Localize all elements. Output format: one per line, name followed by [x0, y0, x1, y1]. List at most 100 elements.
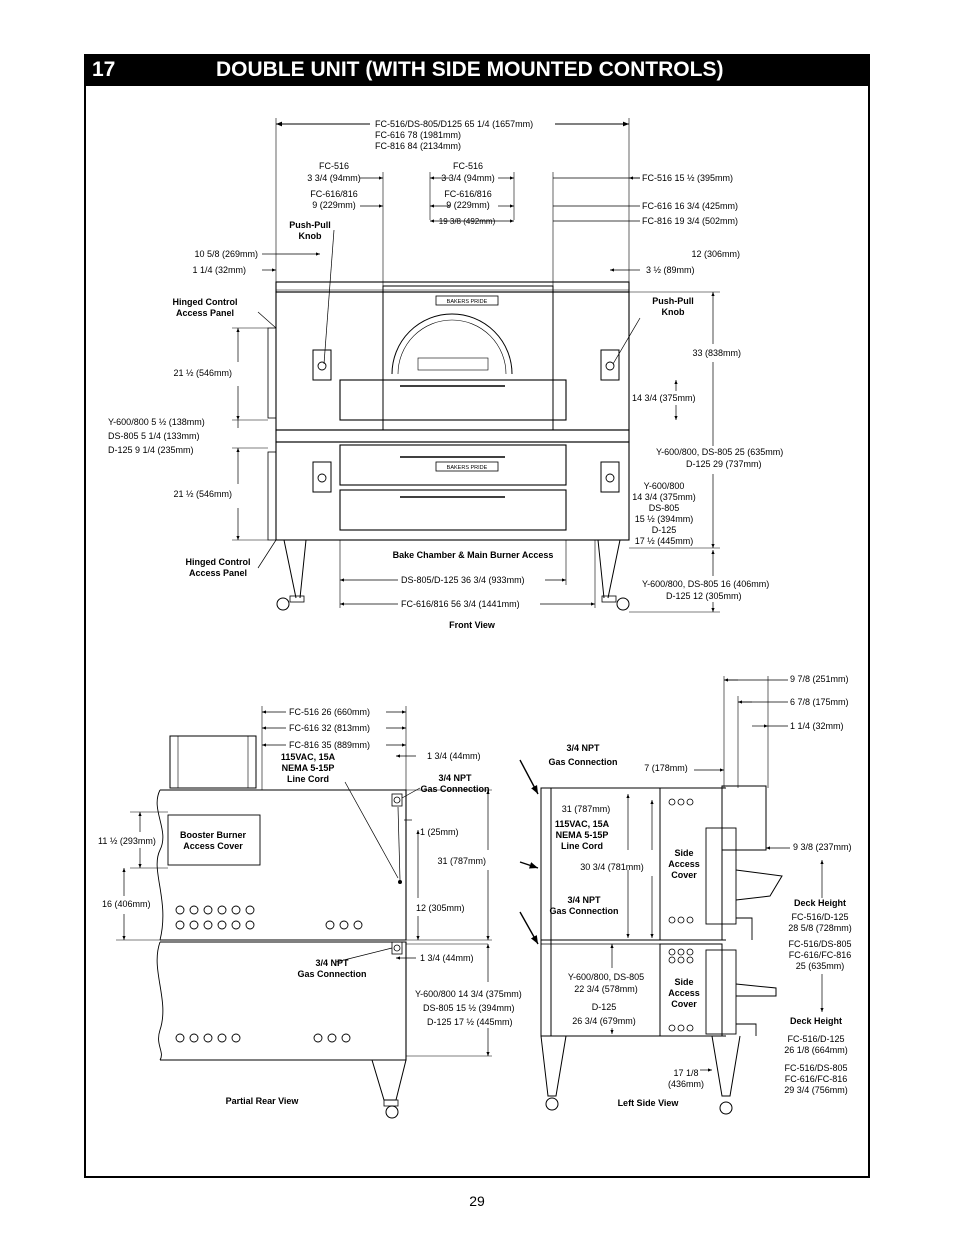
sv-deck-lower-3: 26 1/8 (664mm) — [784, 1045, 848, 1055]
fv-door-width-2: FC-616/816 56 3/4 (1441mm) — [401, 599, 520, 609]
fv-left-leg-3: FC-616/816 — [310, 189, 358, 199]
fv-hinged-bottom-1: Hinged Control — [186, 557, 251, 567]
sv-deck-lower-1: Deck Height — [790, 1016, 842, 1026]
fv-hinged-top-1: Hinged Control — [173, 297, 238, 307]
fv-push-pull-left-1: Push-Pull — [289, 220, 331, 230]
fv-right-offset-2: FC-616 16 3/4 (425mm) — [642, 201, 738, 211]
fv-lower-door-4: 15 ½ (394mm) — [635, 514, 694, 524]
sv-dim-31: 31 (787mm) — [562, 804, 611, 814]
side-view: 3/4 NPT Gas Connection 31 (787mm) 115VAC… — [519, 674, 852, 1115]
fv-left-dim-1: 10 5/8 (269mm) — [194, 249, 258, 259]
rv-gas-bottom-2: Gas Connection — [297, 969, 366, 979]
fv-center-span: 19 3/8 (492mm) — [439, 217, 496, 226]
fv-left-leg-2: 3 3/4 (94mm) — [307, 173, 361, 183]
rv-width-2: FC-616 32 (813mm) — [289, 723, 370, 733]
fv-lower-door-6: 17 ½ (445mm) — [635, 536, 694, 546]
sv-side-lower-1: Side — [674, 977, 693, 987]
sv-lower-body-1: Y-600/800, DS-805 — [568, 972, 644, 982]
sv-top-dim-1: 9 7/8 (251mm) — [790, 674, 849, 684]
sv-side-upper-3: Cover — [671, 870, 697, 880]
fv-shelf-gap-3: D-125 9 1/4 (235mm) — [108, 445, 194, 455]
sv-deck-lower-6: 29 3/4 (756mm) — [784, 1085, 848, 1095]
sv-side-upper-1: Side — [674, 848, 693, 858]
rv-dim-b: 1 (25mm) — [420, 827, 459, 837]
fv-left-dim-2: 1 1/4 (32mm) — [192, 265, 246, 275]
rv-caption: Partial Rear View — [226, 1096, 300, 1106]
sv-dim-7: 7 (178mm) — [644, 763, 688, 773]
fv-caption: Front View — [449, 620, 496, 630]
fv-right-dim-2: 3 ½ (89mm) — [646, 265, 695, 275]
sv-leg-offset-1: 17 1/8 — [673, 1068, 698, 1078]
sv-side-lower-3: Cover — [671, 999, 697, 1009]
fv-lower-door-2: 14 3/4 (375mm) — [632, 492, 696, 502]
fv-leg-height-1: Y-600/800, DS-805 16 (406mm) — [642, 579, 769, 589]
sv-gas-bottom-2: Gas Connection — [549, 906, 618, 916]
sv-gas-top-1: 3/4 NPT — [566, 743, 600, 753]
fv-upper-panel: 21 ½ (546mm) — [173, 368, 232, 378]
sv-top-dim-2: 6 7/8 (175mm) — [790, 697, 849, 707]
rv-side-height: 16 (406mm) — [102, 899, 151, 909]
fv-leg-height-2: D-125 12 (305mm) — [666, 591, 742, 601]
rv-lower-door-3: D-125 17 ½ (445mm) — [427, 1017, 513, 1027]
fv-push-pull-left-2: Knob — [299, 231, 322, 241]
fv-width-3: FC-816 84 (2134mm) — [375, 141, 461, 151]
sv-gas-bottom-1: 3/4 NPT — [567, 895, 601, 905]
rv-lower-door-2: DS-805 15 ½ (394mm) — [423, 1003, 515, 1013]
fv-lower-door-5: D-125 — [652, 525, 677, 535]
sv-deck-lower-2: FC-516/D-125 — [787, 1034, 844, 1044]
fv-shelf-gap-1: Y-600/800 5 ½ (138mm) — [108, 417, 205, 427]
fv-push-pull-right-2: Knob — [662, 307, 685, 317]
fv-width-1: FC-516/DS-805/D125 65 1/4 (1657mm) — [375, 119, 533, 129]
brand-plate-lower: BAKERS PRIDE — [447, 465, 488, 471]
rv-dim-e: 1 3/4 (44mm) — [420, 953, 474, 963]
rear-view: FC-516 26 (660mm) FC-616 32 (813mm) FC-8… — [98, 706, 522, 1119]
sv-deck-upper-1: Deck Height — [794, 898, 846, 908]
sv-top-dim-3: 1 1/4 (32mm) — [790, 721, 844, 731]
fv-left-leg-1: FC-516 — [319, 161, 349, 171]
sv-side-upper-2: Access — [668, 859, 700, 869]
fv-lower-deck-2: D-125 29 (737mm) — [686, 459, 762, 469]
sv-cord-3: Line Cord — [561, 841, 603, 851]
section-title: DOUBLE UNIT (WITH SIDE MOUNTED CONTROLS) — [216, 58, 724, 81]
fv-upper-door: 14 3/4 (375mm) — [632, 393, 696, 403]
sv-side-lower-2: Access — [668, 988, 700, 998]
rv-gas-top-1: 3/4 NPT — [438, 773, 472, 783]
fv-right-offset-1: FC-516 15 ½ (395mm) — [642, 173, 733, 183]
sv-lower-body-3: D-125 — [592, 1002, 617, 1012]
fv-door-width-1: DS-805/D-125 36 3/4 (933mm) — [401, 575, 525, 585]
fv-center-leg-3: FC-616/816 — [444, 189, 492, 199]
rv-width-3: FC-816 35 (889mm) — [289, 740, 370, 750]
sv-gas-top-2: Gas Connection — [548, 757, 617, 767]
sv-dim-30: 30 3/4 (781mm) — [580, 862, 644, 872]
section-number: 17 — [92, 58, 116, 81]
fv-left-leg-4: 9 (229mm) — [312, 200, 356, 210]
fv-width-2: FC-616 78 (1981mm) — [375, 130, 461, 140]
rv-cord-3: Line Cord — [287, 774, 329, 784]
rv-gas-top-2: Gas Connection — [420, 784, 489, 794]
sv-cord-1: 115VAC, 15A — [555, 819, 610, 829]
fv-shelf-gap-2: DS-805 5 1/4 (133mm) — [108, 431, 200, 441]
sv-deck-upper-3: 28 5/8 (728mm) — [788, 923, 852, 933]
rv-booster-1: Booster Burner — [180, 830, 247, 840]
rv-dim-d: 12 (305mm) — [416, 903, 465, 913]
fv-center-leg-1: FC-516 — [453, 161, 483, 171]
section-frame: 17 DOUBLE UNIT (WITH SIDE MOUNTED CONTRO… — [84, 54, 870, 1178]
fv-lower-door-3: DS-805 — [649, 503, 680, 513]
fv-right-offset-3: FC-816 19 3/4 (502mm) — [642, 216, 738, 226]
fv-right-dim-1: 12 (306mm) — [691, 249, 740, 259]
fv-upper-deck: 33 (838mm) — [692, 348, 741, 358]
page-number: 29 — [469, 1193, 485, 1209]
sv-deck-upper-4: FC-516/DS-805 — [788, 939, 851, 949]
sv-caption: Left Side View — [618, 1098, 680, 1108]
fv-center-leg-2: 3 3/4 (94mm) — [441, 173, 495, 183]
rv-dim-a: 1 3/4 (44mm) — [427, 751, 481, 761]
fv-lower-panel: 21 ½ (546mm) — [173, 489, 232, 499]
fv-bake-chamber: Bake Chamber & Main Burner Access — [393, 550, 554, 560]
rv-booster-2: Access Cover — [183, 841, 243, 851]
front-view: BAKERS PRIDE BAKERS PRIDE — [108, 118, 783, 630]
fv-hinged-top-2: Access Panel — [176, 308, 234, 318]
rv-cord-1: 115VAC, 15A — [281, 752, 336, 762]
fv-lower-deck-1: Y-600/800, DS-805 25 (635mm) — [656, 447, 783, 457]
fv-center-leg-4: 9 (229mm) — [446, 200, 490, 210]
